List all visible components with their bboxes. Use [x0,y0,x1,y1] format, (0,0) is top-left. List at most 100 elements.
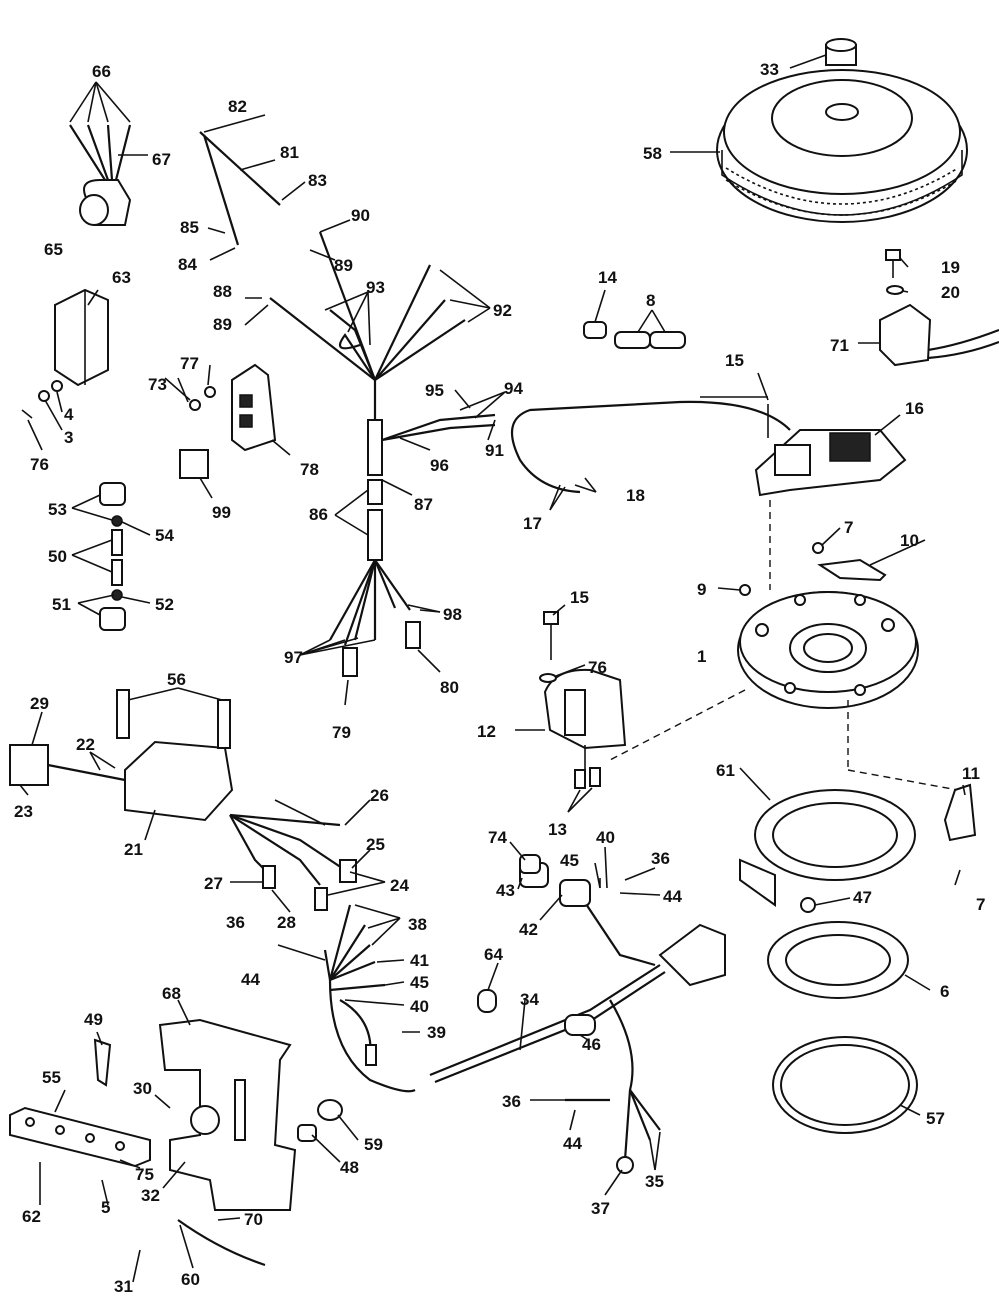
label-15b: 15 [570,588,589,607]
label-40b: 40 [410,997,429,1016]
label-57: 57 [926,1109,945,1128]
label-77: 77 [180,354,199,373]
label-58: 58 [643,144,662,163]
grommet-59 [317,1099,343,1121]
label-71: 71 [830,336,849,355]
washer-76 [539,673,557,683]
label-90: 90 [351,206,370,225]
label-28: 28 [277,913,296,932]
label-66: 66 [92,62,111,81]
washer-20 [886,285,904,295]
label-78: 78 [300,460,319,479]
label-34: 34 [520,990,539,1009]
label-83: 83 [308,171,327,190]
label-8: 8 [646,291,655,310]
label-73: 73 [148,375,167,394]
connector-8 [614,331,686,349]
label-65: 65 [44,240,63,259]
support-plate [767,921,909,999]
terminal-strip [9,1106,151,1168]
label-6: 6 [940,982,949,1001]
label-33: 33 [760,60,779,79]
label-18: 18 [626,486,645,505]
label-45b: 45 [410,973,429,992]
label-51: 51 [52,595,71,614]
label-91: 91 [485,441,504,460]
label-4: 4 [64,405,74,424]
label-56: 56 [167,670,186,689]
label-52: 52 [155,595,174,614]
label-74: 74 [488,828,507,847]
label-93: 93 [366,278,385,297]
label-21: 21 [124,840,143,859]
mounting-plate [158,1018,297,1211]
label-55: 55 [42,1068,61,1087]
label-76a: 76 [30,455,49,474]
label-1: 1 [697,647,706,666]
label-12: 12 [477,722,496,741]
label-42: 42 [519,920,538,939]
label-86: 86 [309,505,328,524]
screw-15 [543,611,559,660]
label-49: 49 [84,1010,103,1029]
ground-strap-60 [177,1219,266,1267]
lower-harness [277,904,416,1093]
label-88: 88 [213,282,232,301]
label-5: 5 [101,1198,110,1217]
bushing-48 [297,1124,317,1142]
flywheel [716,69,968,223]
clamp-10 [817,558,887,582]
label-59: 59 [364,1135,383,1154]
spacer-11 [943,783,977,842]
label-41: 41 [410,951,429,970]
label-36b: 36 [651,849,670,868]
label-82: 82 [228,97,247,116]
label-44a: 44 [241,970,260,989]
label-44b: 44 [663,887,682,906]
fasteners-left [21,380,216,419]
label-62: 62 [22,1207,41,1226]
connector-42 [559,879,591,907]
main-harness [269,231,496,677]
label-39: 39 [427,1023,446,1042]
retainer-ring [739,789,916,907]
label-54: 54 [155,526,174,545]
label-92: 92 [493,301,512,320]
label-53: 53 [48,500,67,519]
label-7a: 7 [844,518,853,537]
terminal-71 [879,303,999,367]
part-number-labels: 1 3 4 5 6 7 7 8 9 10 11 12 13 14 15 15 1… [14,60,985,1296]
label-17: 17 [523,514,542,533]
label-3: 3 [64,428,73,447]
leader-lines [19,54,966,1283]
label-35: 35 [645,1172,664,1191]
plug-14 [583,321,607,339]
label-32: 32 [141,1186,160,1205]
label-38: 38 [408,915,427,934]
relay-65 [69,124,132,226]
grommet-46 [564,1014,596,1036]
label-16: 16 [905,399,924,418]
label-43: 43 [496,881,515,900]
label-23: 23 [14,802,33,821]
label-20: 20 [941,283,960,302]
label-75: 75 [135,1165,154,1184]
terminal-cover-set [99,482,126,631]
label-70: 70 [244,1210,263,1229]
label-61: 61 [716,761,735,780]
label-11: 11 [962,764,980,783]
label-27: 27 [204,874,223,893]
label-15a: 15 [725,351,744,370]
label-24: 24 [390,876,409,895]
label-60: 60 [181,1270,200,1289]
sensor-coil [754,429,907,497]
screw-9 [739,584,751,596]
label-98: 98 [443,605,462,624]
terminal-block-63 [54,288,109,387]
label-94: 94 [504,379,523,398]
label-76b: 76 [588,658,607,677]
label-89b: 89 [213,315,232,334]
label-85: 85 [180,218,199,237]
label-81: 81 [280,143,299,162]
label-80: 80 [440,678,459,697]
